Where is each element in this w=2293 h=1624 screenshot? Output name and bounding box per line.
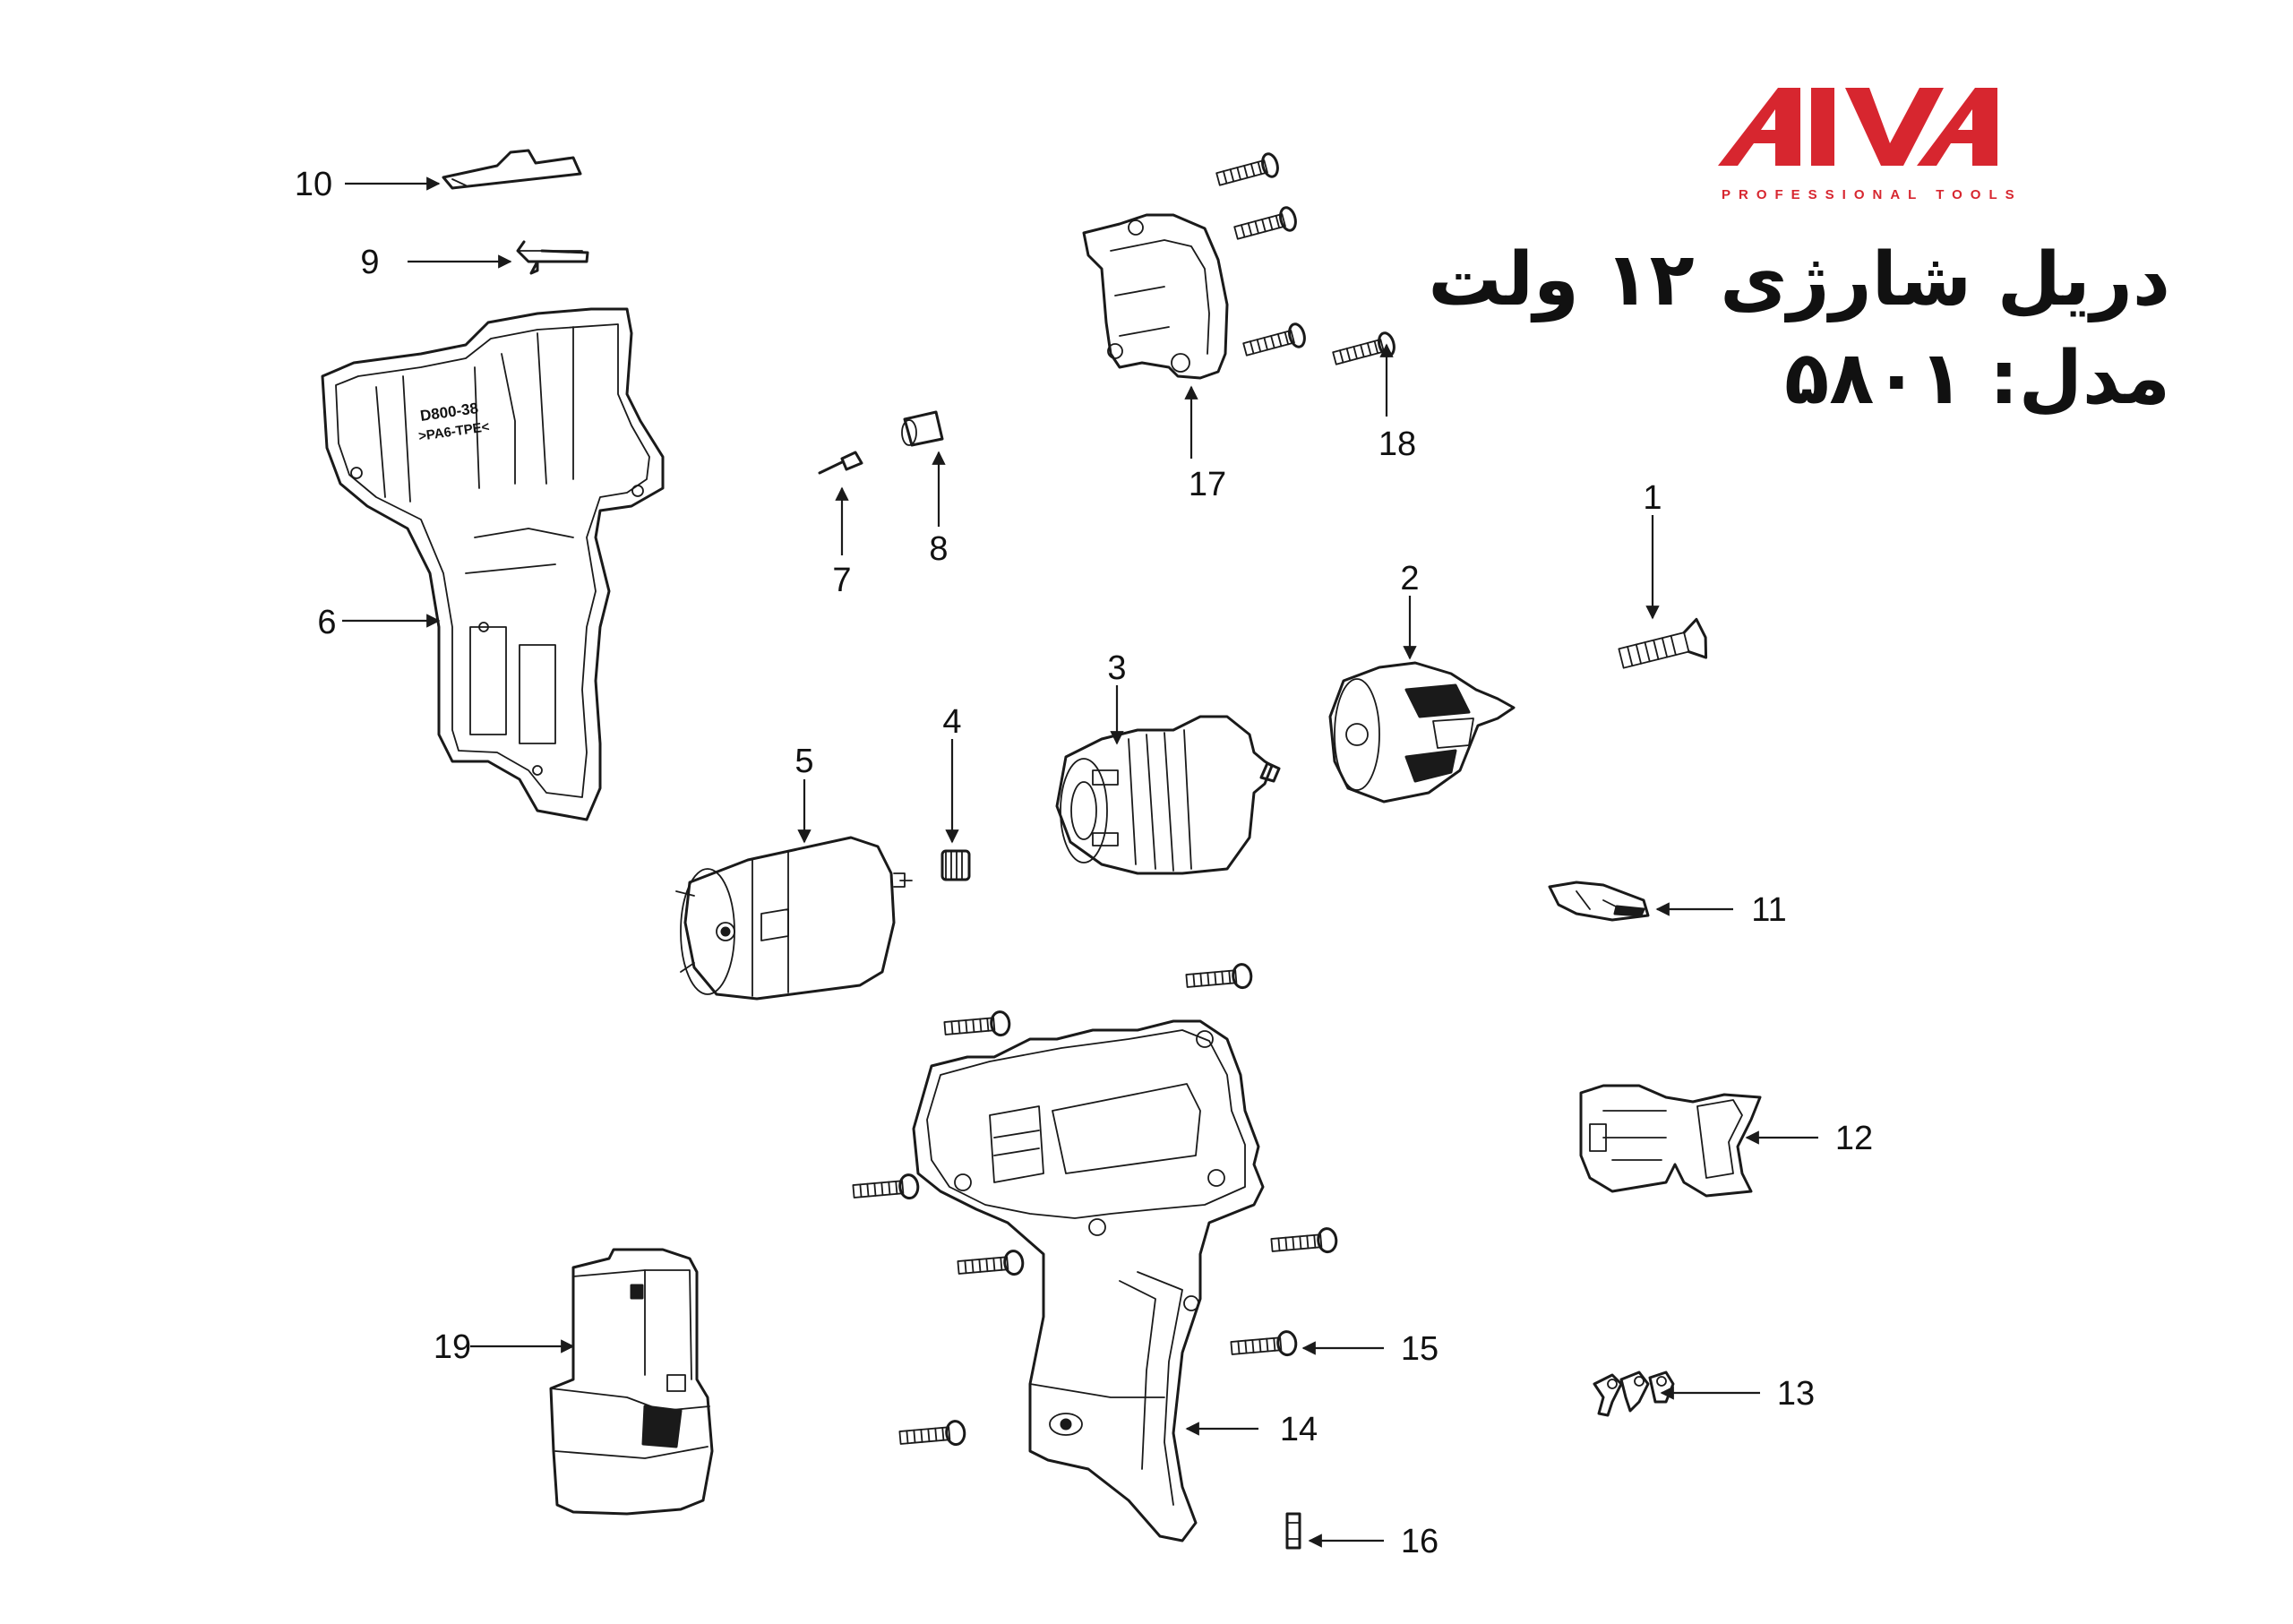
callout-labels: 1 2 3 4 5 6 7 8 9 10 11 12 13 14 15 16 1…: [295, 166, 1873, 1560]
callout-6: 6: [317, 604, 336, 641]
screw: [1233, 206, 1297, 240]
bushing: [901, 410, 944, 447]
callout-13: 13: [1777, 1375, 1815, 1413]
screw-set-housing: [852, 963, 1338, 1447]
callout-11: 11: [1751, 891, 1786, 929]
leader-lines: [342, 176, 1818, 1548]
callout-7: 7: [832, 562, 851, 599]
battery-terminals: [1593, 1371, 1675, 1417]
callout-12: 12: [1835, 1120, 1873, 1157]
brand-tagline: PROFESSIONAL TOOLS: [1722, 187, 2022, 202]
pinion-gear: [940, 849, 971, 881]
screw: [898, 1420, 966, 1447]
screw-set-top: [1215, 152, 1396, 365]
forward-reverse-slider: [442, 149, 582, 190]
screw: [943, 1010, 1011, 1037]
callout-9: 9: [360, 244, 379, 281]
screw: [957, 1250, 1025, 1276]
gearbox-assembly: [1055, 715, 1281, 875]
direction-button: [1548, 881, 1650, 922]
callout-5: 5: [794, 743, 813, 780]
callout-3: 3: [1107, 649, 1126, 687]
housing-left-half: D800-38 >PA6-TPE<: [321, 307, 665, 821]
callout-2: 2: [1400, 560, 1419, 597]
callout-1: 1: [1643, 479, 1662, 517]
screw: [852, 1173, 920, 1200]
callout-14: 14: [1280, 1411, 1318, 1448]
callout-16: 16: [1401, 1523, 1438, 1560]
screw: [1230, 1330, 1298, 1357]
drill-chuck: [1328, 661, 1516, 803]
callout-10: 10: [295, 166, 332, 203]
screw: [1270, 1227, 1338, 1254]
nameplate: [1285, 1512, 1301, 1550]
gearbox-bracket: [1082, 213, 1229, 380]
housing-marking-model: D800-38: [419, 400, 479, 425]
dc-motor: [675, 836, 913, 1001]
screw: [1215, 152, 1279, 186]
indicator-pin: [818, 451, 863, 475]
callout-8: 8: [929, 530, 948, 568]
screw: [1242, 322, 1306, 357]
aiva-logo: PROFESSIONAL TOOLS: [1718, 88, 2022, 202]
model-number: مدل: ۵۸۰۱: [1784, 336, 2170, 421]
callout-19: 19: [434, 1328, 471, 1366]
screw: [1185, 963, 1253, 990]
battery-pack: [549, 1248, 714, 1516]
callout-4: 4: [942, 703, 961, 741]
callout-15: 15: [1401, 1330, 1438, 1368]
callout-17: 17: [1189, 466, 1226, 503]
callout-18: 18: [1378, 425, 1416, 463]
housing-right-half: [912, 1019, 1265, 1542]
product-title: دریل شارژی ۱۲ ولت: [1428, 237, 2170, 322]
chuck-screw: [1618, 617, 1708, 669]
trigger-switch: [1579, 1084, 1762, 1198]
spring-clip: [516, 240, 589, 275]
